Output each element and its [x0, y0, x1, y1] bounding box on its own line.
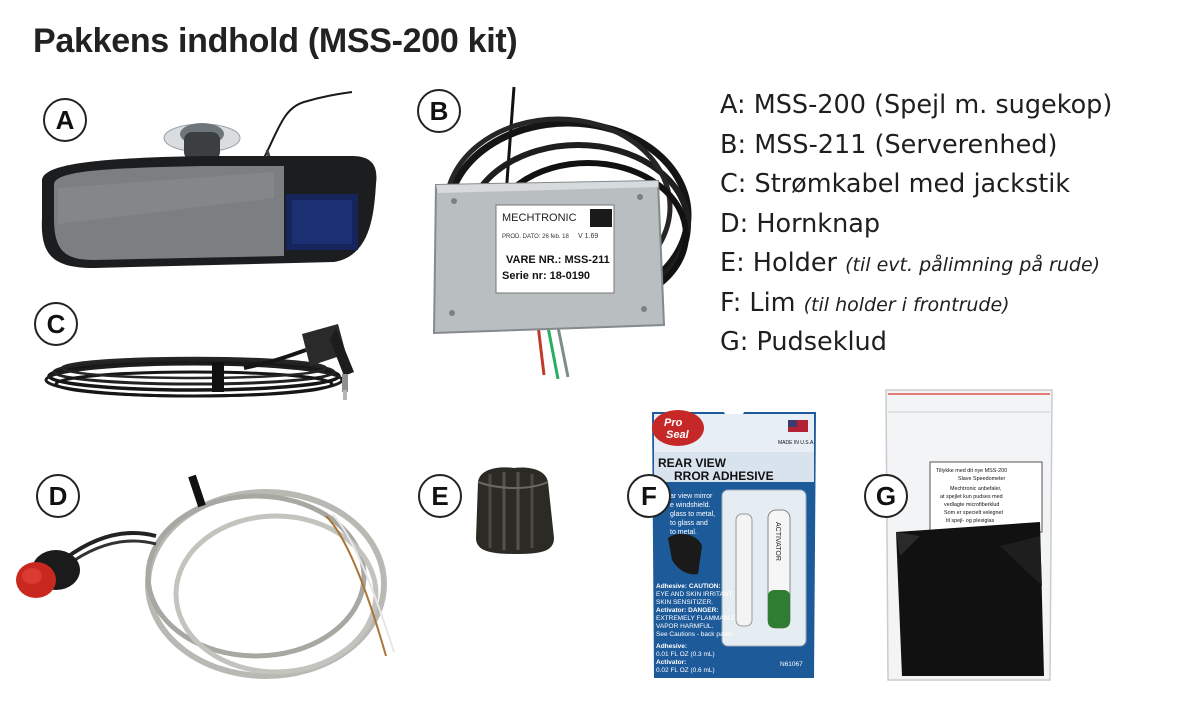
adhesive-pack-illustration: Pro Seal MADE IN U.S.A. REAR VIEW RROR A… — [652, 408, 816, 678]
mirror-illustration — [41, 91, 377, 268]
server-brand-text: MECHTRONIC — [502, 212, 577, 224]
svg-text:Tillykke med dit nye MSS-200: Tillykke med dit nye MSS-200 — [936, 468, 1007, 474]
holder-illustration — [476, 467, 554, 554]
legend-item-g: G: Pudseklud — [720, 327, 887, 357]
svg-text:to metal.: to metal. — [670, 529, 697, 536]
page-title: Pakkens indhold (MSS-200 kit) — [33, 22, 518, 60]
svg-text:RROR ADHESIVE: RROR ADHESIVE — [674, 469, 774, 483]
svg-text:MADE IN U.S.A.: MADE IN U.S.A. — [778, 440, 815, 446]
server-prod-date: PROD. DATO: 26 feb. 18 — [502, 234, 569, 240]
legend-item-e: E: Holder (til evt. pålimning på rude) — [720, 248, 1101, 278]
svg-text:N61067: N61067 — [780, 661, 803, 668]
legend-item-d: D: Hornknap — [720, 208, 881, 239]
cleaning-cloth-illustration: Tillykke med dit nye MSS-200 Slave Speed… — [885, 389, 1053, 681]
svg-text:to glass and: to glass and — [670, 520, 708, 527]
server-unit-illustration: MECHTRONIC PROD. DATO: 26 feb. 18 V 1.69… — [432, 86, 692, 380]
svg-text:See Cautions - back panel.: See Cautions - back panel. — [656, 631, 734, 638]
svg-text:Adhesive: CAUTION:: Adhesive: CAUTION: — [656, 583, 721, 590]
server-serie-nr: Serie nr: 18-0190 — [502, 270, 590, 282]
svg-text:ar view mirror: ar view mirror — [670, 493, 713, 500]
legend-item-c: C: Strømkabel med jackstik — [720, 169, 1071, 199]
svg-text:Pro: Pro — [664, 417, 683, 429]
svg-text:at spejlet kun pudses med: at spejlet kun pudses med — [940, 494, 1003, 500]
svg-text:Seal: Seal — [666, 429, 690, 441]
horn-button-illustration — [16, 474, 395, 679]
svg-text:e windshield.: e windshield. — [670, 502, 711, 509]
marker-e: E — [418, 474, 462, 518]
marker-b: B — [417, 89, 461, 133]
svg-text:EYE AND SKIN IRRITANT,: EYE AND SKIN IRRITANT, — [656, 591, 734, 598]
marker-c: C — [34, 302, 78, 346]
svg-text:VAPOR HARMFUL.: VAPOR HARMFUL. — [656, 623, 713, 630]
server-version: V 1.69 — [578, 233, 598, 240]
marker-a: A — [43, 98, 87, 142]
svg-text:til spejl- og plexiglas: til spejl- og plexiglas — [946, 518, 995, 524]
marker-g: G — [864, 474, 908, 518]
svg-text:EXTREMELY FLAMMABLE.: EXTREMELY FLAMMABLE. — [656, 615, 738, 622]
svg-text:0.02 FL OZ (0.6 mL): 0.02 FL OZ (0.6 mL) — [656, 667, 715, 674]
legend-item-a: A: MSS-200 (Spejl m. sugekop) — [720, 90, 1113, 120]
svg-text:glass to metal,: glass to metal, — [670, 511, 715, 518]
server-vare-nr: VARE NR.: MSS-211 — [506, 254, 610, 266]
svg-text:SKIN SENSITIZER.: SKIN SENSITIZER. — [656, 599, 713, 606]
svg-text:Activator:: Activator: — [656, 659, 686, 666]
svg-text:REAR VIEW: REAR VIEW — [658, 456, 727, 470]
marker-d: D — [36, 474, 80, 518]
legend-item-b: B: MSS-211 (Serverenhed) — [720, 129, 1058, 160]
power-cable-illustration — [44, 324, 354, 400]
svg-text:Adhesive:: Adhesive: — [656, 643, 687, 650]
svg-text:vedlagte microfiberklud: vedlagte microfiberklud — [944, 502, 999, 508]
svg-text:Slave Speedometer: Slave Speedometer — [958, 476, 1006, 482]
svg-text:Som er specielt velegnet: Som er specielt velegnet — [944, 510, 1004, 516]
svg-text:0.01 FL OZ (0.3 mL): 0.01 FL OZ (0.3 mL) — [656, 651, 715, 658]
svg-text:Mechtronic anbefaler,: Mechtronic anbefaler, — [950, 486, 1002, 492]
svg-text:Activator: DANGER:: Activator: DANGER: — [656, 607, 718, 614]
marker-f: F — [627, 474, 671, 518]
contents-legend: A: MSS-200 (Spejl m. sugekop) B: MSS-211… — [720, 86, 1112, 363]
svg-text:ACTIVATOR: ACTIVATOR — [774, 522, 781, 561]
legend-item-f: F: Lim (til holder i frontrude) — [720, 287, 1010, 318]
